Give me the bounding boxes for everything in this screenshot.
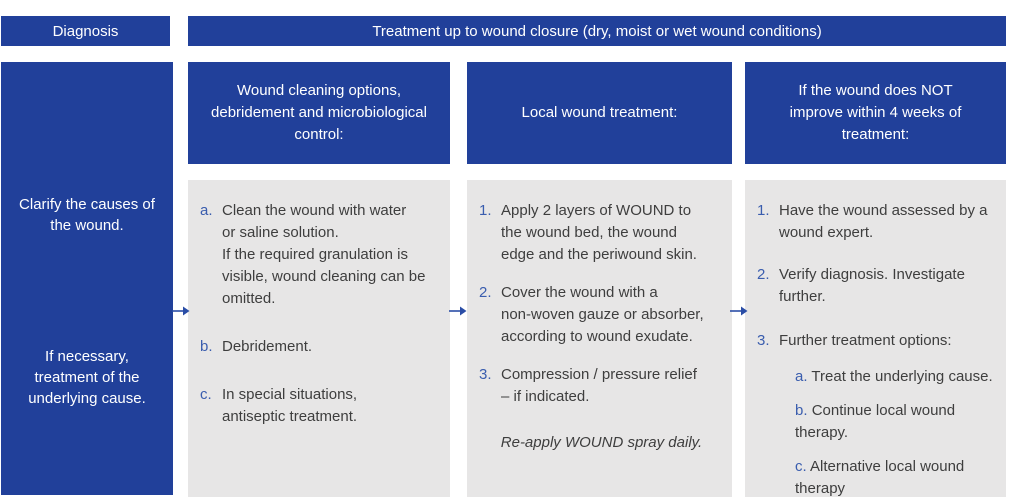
sub-list-item-text: Alternative local wound therapy bbox=[795, 458, 965, 497]
list-item-marker: 2. bbox=[479, 284, 492, 301]
treatment-header-label: Treatment up to wound closure (dry, mois… bbox=[372, 22, 822, 40]
arrow-right-icon bbox=[730, 306, 748, 316]
list-item-marker: 2. bbox=[757, 266, 770, 283]
sub-list-item-marker: c. bbox=[795, 458, 807, 475]
diagnosis-panel: Clarify the causes of the wound. If nece… bbox=[1, 62, 173, 495]
column-body-wound-cleaning: a. Clean the wound with water or saline … bbox=[188, 180, 450, 497]
list-item-text: Apply 2 layers of WOUND to the wound bed… bbox=[501, 202, 697, 263]
list-item: 2. Cover the wound with a non-woven gauz… bbox=[479, 282, 724, 348]
column-title: If the wound does NOT improve within 4 w… bbox=[789, 82, 962, 143]
sub-list-item-text: Continue local wound therapy. bbox=[795, 402, 956, 441]
sub-list-item-marker: a. bbox=[795, 368, 808, 385]
list-item: a. Clean the wound with water or saline … bbox=[200, 200, 442, 310]
list-item-marker: a. bbox=[200, 202, 213, 219]
column-title: Wound cleaning options, debridement and … bbox=[211, 82, 427, 143]
sub-list-item: b. Continue local wound therapy. bbox=[757, 400, 998, 444]
list-item-text: Compression / pressure relief – if indic… bbox=[501, 366, 697, 405]
list-item: 1. Have the wound assessed by a wound ex… bbox=[757, 200, 998, 244]
list-item: b. Debridement. bbox=[200, 336, 442, 358]
list-item-text: Further treatment options: bbox=[779, 332, 952, 349]
list-item-marker: 3. bbox=[757, 332, 770, 349]
list-item-text: Cover the wound with a non-woven gauze o… bbox=[501, 284, 704, 345]
list-item-text: Clean the wound with water or saline sol… bbox=[222, 202, 426, 307]
diagnosis-header: Diagnosis bbox=[1, 16, 170, 46]
list-item-text: Debridement. bbox=[222, 338, 313, 355]
list-item-text: In special situations, antiseptic treatm… bbox=[222, 386, 358, 425]
arrow-right-icon bbox=[449, 306, 467, 316]
sub-list-item: c. Alternative local wound therapy bbox=[757, 456, 998, 499]
sub-list-item-marker: b. bbox=[795, 402, 808, 419]
column-header-no-improvement: If the wound does NOT improve within 4 w… bbox=[745, 62, 1006, 164]
list-item-marker: b. bbox=[200, 338, 213, 355]
reapply-note: Re-apply WOUND spray daily. bbox=[500, 434, 703, 451]
list-item: 3. Further treatment options: bbox=[757, 330, 998, 352]
column-body-local-wound-treatment: 1. Apply 2 layers of WOUND to the wound … bbox=[467, 180, 732, 497]
list-item-marker: 1. bbox=[479, 202, 492, 219]
list-item: 1. Apply 2 layers of WOUND to the wound … bbox=[479, 200, 724, 266]
diagnosis-panel-bottom-text: If necessary, treatment of the underlyin… bbox=[28, 348, 146, 407]
column-header-local-wound-treatment: Local wound treatment: bbox=[467, 62, 732, 164]
column-title: Local wound treatment: bbox=[521, 104, 678, 121]
sub-list-item-text: Treat the underlying cause. bbox=[811, 368, 993, 385]
treatment-header: Treatment up to wound closure (dry, mois… bbox=[188, 16, 1006, 46]
list-item-text: Verify diagnosis. Investigate further. bbox=[779, 266, 965, 305]
list-item: 2. Verify diagnosis. Investigate further… bbox=[757, 264, 998, 308]
arrow-right-icon bbox=[172, 306, 190, 316]
column-body-no-improvement: 1. Have the wound assessed by a wound ex… bbox=[745, 180, 1006, 497]
list-item: 3. Compression / pressure relief – if in… bbox=[479, 364, 724, 408]
list-item-marker: 1. bbox=[757, 202, 770, 219]
sub-list-item: a. Treat the underlying cause. bbox=[757, 366, 998, 388]
list-item-marker: 3. bbox=[479, 366, 492, 383]
column-header-wound-cleaning: Wound cleaning options, debridement and … bbox=[188, 62, 450, 164]
list-item: c. In special situations, antiseptic tre… bbox=[200, 384, 442, 428]
list-item-text: Have the wound assessed by a wound exper… bbox=[779, 202, 988, 241]
diagnosis-header-label: Diagnosis bbox=[52, 22, 119, 40]
diagnosis-panel-top-text: Clarify the causes of the wound. bbox=[19, 196, 155, 234]
list-item-marker: c. bbox=[200, 386, 212, 403]
